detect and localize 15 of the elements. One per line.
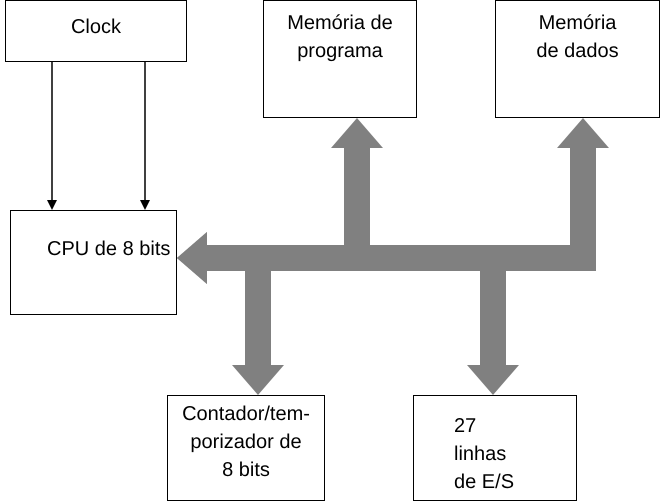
block-label: Memória de dados xyxy=(535,11,620,64)
arrow xyxy=(47,62,57,210)
block-label: Contador/tem- porizador de 8 bits xyxy=(182,402,310,483)
block-box xyxy=(495,0,660,118)
block-label: Memória de programa xyxy=(286,11,394,64)
bus-arrow xyxy=(177,232,519,395)
arrow xyxy=(140,62,150,210)
block-box xyxy=(167,395,325,501)
block-box xyxy=(413,395,577,501)
block-box xyxy=(5,0,187,62)
block-box xyxy=(263,0,417,118)
block-label: Clock xyxy=(70,15,121,40)
block-label: CPU de 8 bits xyxy=(47,237,170,262)
block-box xyxy=(10,210,177,315)
block-label: 27 linhas de E/S xyxy=(454,414,516,495)
